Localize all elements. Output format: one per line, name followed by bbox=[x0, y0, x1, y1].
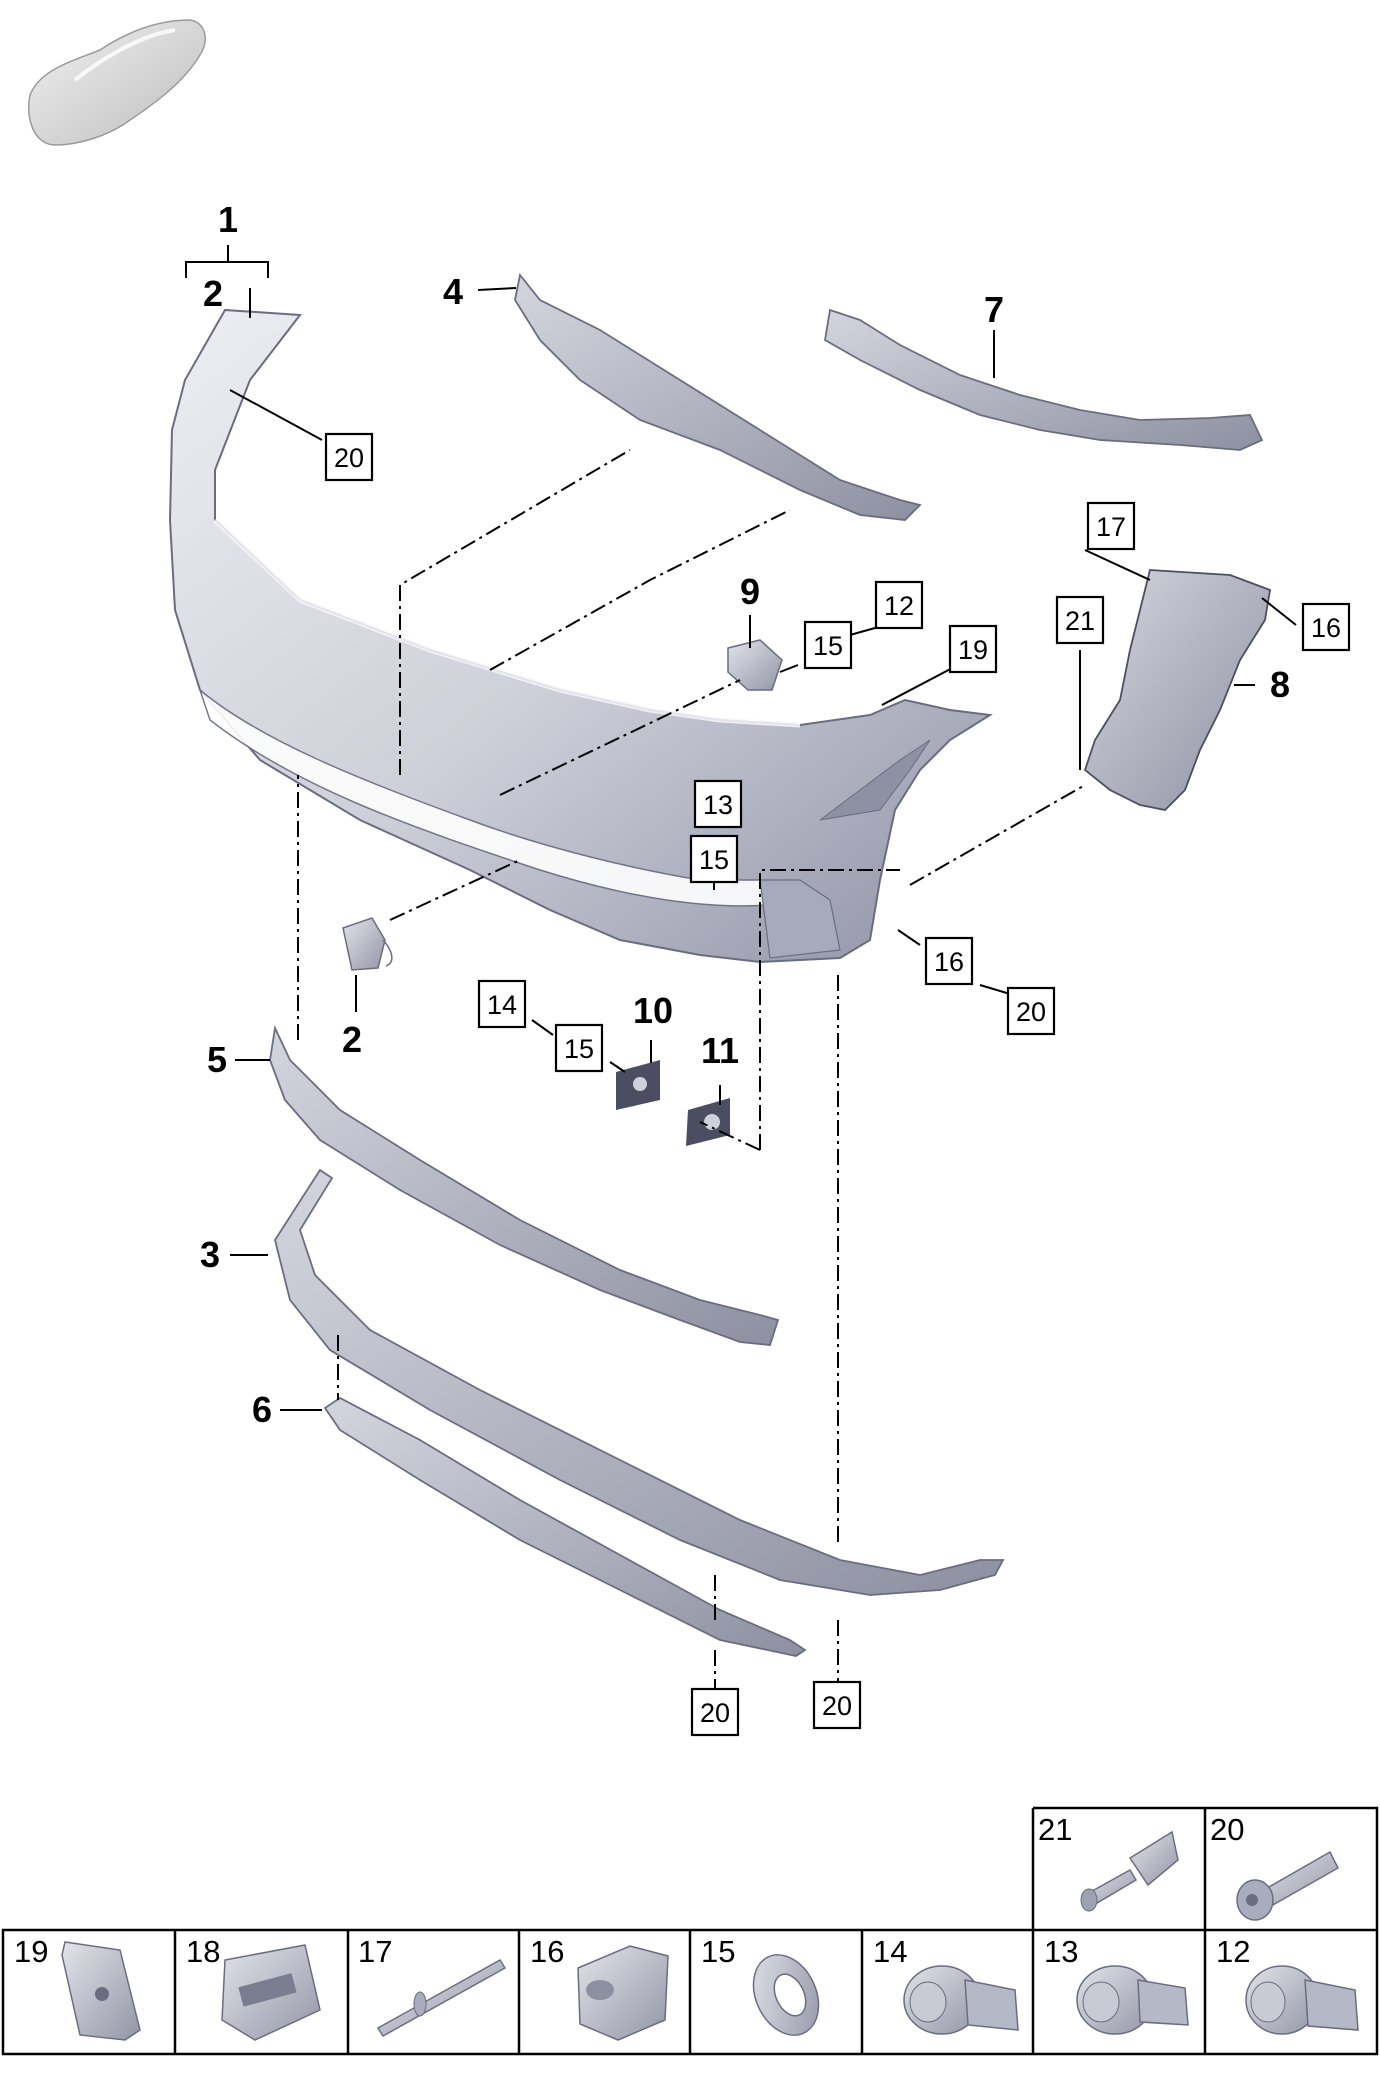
ref-box-14: 14 bbox=[487, 990, 517, 1020]
sensor-holder-10-part bbox=[616, 1060, 660, 1110]
side-bracket-part bbox=[1083, 569, 1272, 811]
callout-2-bottom: 2 bbox=[342, 1019, 362, 1060]
lower-trim-3-part bbox=[274, 1168, 1005, 1596]
legend-label-13: 13 bbox=[1044, 1934, 1078, 1969]
retainer-icon bbox=[577, 1945, 669, 2041]
ref-box-20-d: 20 bbox=[822, 1691, 852, 1721]
ref-box-15-c: 15 bbox=[564, 1034, 594, 1064]
parking-sensor-12-icon bbox=[1245, 1965, 1359, 2035]
callout-4: 4 bbox=[443, 271, 463, 312]
legend-label-16: 16 bbox=[530, 1934, 564, 1969]
upper-support-part bbox=[514, 272, 922, 521]
splitter-6-part bbox=[323, 1396, 807, 1657]
legend-label-21: 21 bbox=[1038, 1812, 1072, 1847]
ref-box-20-c: 20 bbox=[700, 1698, 730, 1728]
callout-1: 1 bbox=[218, 199, 238, 240]
bumper-cover-part bbox=[168, 308, 993, 964]
ref-box-13: 13 bbox=[703, 790, 733, 820]
legend-label-19: 19 bbox=[14, 1934, 48, 1969]
callout-9: 9 bbox=[740, 571, 760, 612]
ref-box-16-a: 16 bbox=[1311, 613, 1341, 643]
clip-9-part bbox=[727, 639, 783, 691]
callout-2-top: 2 bbox=[203, 273, 223, 314]
legend-label-12: 12 bbox=[1216, 1934, 1250, 1969]
alignment-lines bbox=[297, 449, 1086, 1688]
callout-5: 5 bbox=[207, 1039, 227, 1080]
bolt-icon bbox=[1236, 1850, 1339, 1921]
callout-8: 8 bbox=[1270, 664, 1290, 705]
trim-strip-5-part bbox=[269, 1024, 780, 1346]
clip-nut-icon bbox=[61, 1941, 141, 2041]
ref-box-20-a: 20 bbox=[334, 443, 364, 473]
legend-label-20: 20 bbox=[1210, 1812, 1244, 1847]
legend-label-14: 14 bbox=[873, 1934, 907, 1969]
callout-11: 11 bbox=[701, 1030, 739, 1071]
leader-lines bbox=[185, 245, 1297, 1411]
mounting-ring-icon bbox=[752, 1954, 820, 2036]
callout-numbers: 1 2 4 7 8 9 2 5 10 11 3 6 bbox=[200, 199, 1290, 1430]
sensor-holder-11-part bbox=[686, 1098, 730, 1146]
ref-box-20-b: 20 bbox=[1016, 997, 1046, 1027]
towing-cover-part bbox=[342, 917, 393, 971]
vehicle-thumbnail-icon bbox=[28, 19, 206, 146]
ref-box-19: 19 bbox=[958, 635, 988, 665]
bracket-clip-icon bbox=[221, 1944, 321, 2041]
parking-sensor-14-icon bbox=[903, 1965, 1019, 2035]
legend-label-15: 15 bbox=[701, 1934, 735, 1969]
ref-box-12: 12 bbox=[884, 591, 914, 621]
callout-10: 10 bbox=[633, 990, 673, 1031]
stud-icon bbox=[376, 1958, 507, 2038]
legend-label-17: 17 bbox=[358, 1934, 392, 1969]
push-rivet-icon bbox=[1080, 1830, 1179, 1912]
ref-box-17: 17 bbox=[1096, 512, 1126, 542]
callout-7: 7 bbox=[984, 289, 1004, 330]
reference-boxes: 20 17 21 16 12 15 19 13 15 16 20 14 15 2… bbox=[324, 432, 1351, 1737]
callout-6: 6 bbox=[252, 1389, 272, 1430]
ref-box-16-b: 16 bbox=[934, 947, 964, 977]
ref-box-15-b: 15 bbox=[699, 845, 729, 875]
legend-label-18: 18 bbox=[186, 1934, 220, 1969]
ref-box-15-a: 15 bbox=[813, 631, 843, 661]
hardware-legend: 21 20 19 18 17 16 15 14 13 12 bbox=[1, 1806, 1379, 2056]
callout-3: 3 bbox=[200, 1234, 220, 1275]
ref-box-21: 21 bbox=[1065, 606, 1095, 636]
impact-absorber-part bbox=[824, 308, 1264, 451]
parking-sensor-13-icon bbox=[1076, 1965, 1189, 2035]
